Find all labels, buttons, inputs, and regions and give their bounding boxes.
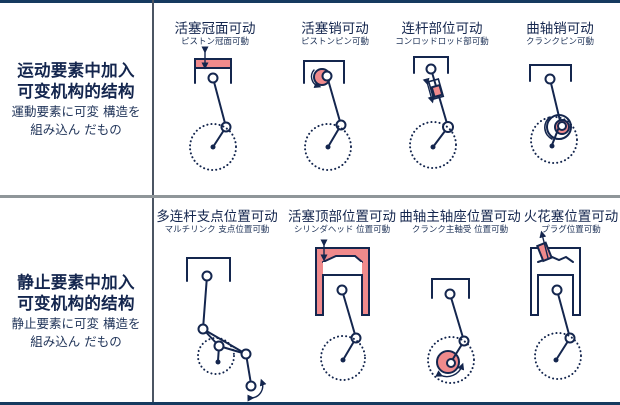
caption-jp: プラグ位置可動 [541,225,601,235]
row-subtitle-line2: 組み込ん だもの [30,334,122,349]
diagram-multilink-pivot-movable [186,257,267,402]
caption-jp: クランク主軸受 位置可動 [411,225,509,235]
caption-crank-main-bearing: 曲轴主轴座位置可动 クランク主軸受 位置可動 [398,209,522,236]
diagram-piston-pin-movable [303,60,352,171]
caption-cn: 火花塞位置可动 [523,209,619,225]
caption-spark-plug: 火花塞位置可动 プラグ位置可動 [522,209,620,236]
caption-piston-crown: 活塞冠面可动 ピストン冠面可動 [165,21,265,48]
vertical-divider [152,0,154,405]
caption-crank-pin: 曲轴销可动 クランクピン可動 [510,21,610,48]
caption-cn: 连杆部位可动 [401,21,483,37]
diagram-crank-pin-movable [529,64,578,164]
caption-cn: 活塞顶部位置可动 [288,209,396,225]
diagram-conrod-movable [409,56,457,169]
row-label-static-elements: 静止要素中加入 可变机构的结构 静止要素に可変 構造を 組み込ん だもの [0,272,152,350]
row-label-moving-elements: 运动要素中加入 可变机构的结构 運動要素に可変 構造を 組み込ん だもの [0,60,152,138]
caption-cn: 曲轴销可动 [526,21,594,37]
caption-multilink: 多连杆支点位置可动 マルチリンク 支点位置可動 [154,209,280,236]
bottom-border [0,402,620,405]
diagram-piston-crown-movable [189,46,237,171]
top-border [0,0,620,3]
caption-jp: クランクピン可動 [525,37,594,47]
row-subtitle-line1: 運動要素に可変 構造を [11,104,141,119]
diagram-cylinder-head-movable [315,239,370,381]
row-title-line2: 可变机构的结构 [17,82,135,101]
caption-cn: 曲轴主轴座位置可动 [399,209,521,225]
horizontal-divider [0,195,620,198]
row-subtitle-line1: 静止要素に可変 構造を [11,316,141,331]
row-title-line1: 运动要素中加入 [17,61,135,80]
caption-jp: マルチリンク 支点位置可動 [164,225,270,235]
caption-jp: ピストン冠面可動 [180,37,249,47]
caption-piston-pin: 活塞销可动 ピストンピン可動 [285,21,385,48]
row-title-line1: 静止要素中加入 [17,273,135,292]
caption-jp: シリンダヘッド 位置可動 [293,225,391,235]
diagram-spark-plug-movable [530,230,582,380]
caption-cylinder-head: 活塞顶部位置可动 シリンダヘッド 位置可動 [284,209,400,236]
caption-jp: コンロッドロッド部可動 [395,37,489,47]
diagram-crank-main-bearing-movable [427,278,475,384]
caption-cn: 活塞销可动 [301,21,369,37]
row-subtitle-line2: 組み込ん だもの [30,122,122,137]
caption-cn: 多连杆支点位置可动 [156,209,278,225]
caption-conrod: 连杆部位可动 コンロッドロッド部可動 [382,21,502,48]
caption-jp: ピストンピン可動 [300,37,369,47]
caption-cn: 活塞冠面可动 [174,21,256,37]
row-title-line2: 可变机构的结构 [17,294,135,313]
